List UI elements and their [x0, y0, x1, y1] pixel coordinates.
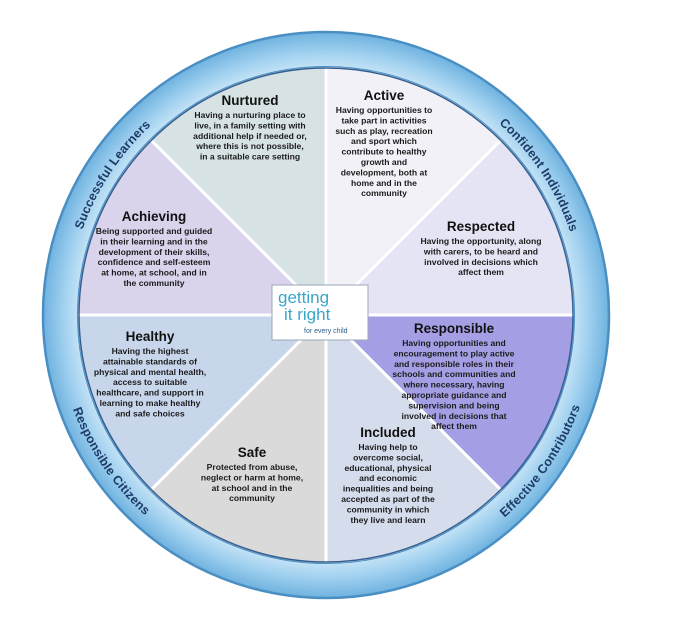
segment-title-achieving: Achieving: [122, 209, 187, 224]
logo-line-it-right: it right: [284, 305, 331, 324]
segment-description-line: development, both at: [341, 167, 428, 177]
segment-description-line: and sport which: [351, 136, 417, 146]
segment-description-line: Being supported and guided: [96, 226, 213, 236]
segment-title-healthy: Healthy: [126, 329, 175, 344]
segment-description-line: and economic: [359, 473, 417, 483]
inner-circle-edge: [78, 67, 574, 563]
segment-description-line: and safe choices: [115, 408, 184, 418]
segment-respected: [326, 315, 574, 491]
segment-title-included: Included: [360, 425, 416, 440]
segment-description-line: educational, physical: [345, 463, 432, 473]
segment-description-line: Having opportunities to: [336, 105, 432, 115]
segment-title-nurtured: Nurtured: [222, 93, 279, 108]
segment-description-line: take part in activities: [341, 115, 426, 125]
segment-description-line: schools and communities and: [392, 369, 515, 379]
segment-title-responsible: Responsible: [414, 321, 495, 336]
segment-description-line: Having help to: [358, 442, 417, 452]
segment-divider: [324, 313, 503, 492]
segment-description-line: such as play, recreation: [335, 126, 432, 136]
segment-description-line: Having opportunities and: [402, 338, 506, 348]
segment-description-line: at home, at school, and in: [101, 268, 207, 278]
logo-line-for-every-child: for every child: [304, 328, 348, 335]
segment-description-line: in a suitable care setting: [200, 152, 300, 162]
segment-description-line: supervision and being: [408, 400, 499, 410]
logo-line-getting: getting: [278, 288, 329, 307]
segment-description-line: encouragement to play active: [394, 348, 515, 358]
segment-description-line: involved in decisions which: [424, 257, 538, 267]
segment-healthy: [78, 139, 326, 315]
segments-layer: [78, 67, 574, 563]
segment-achieving: [150, 67, 326, 315]
segment-responsible: [326, 315, 502, 563]
segment-description-line: physical and mental health,: [94, 367, 206, 377]
segment-title-active: Active: [364, 88, 405, 103]
segment-safe: [78, 315, 326, 491]
segment-active: [326, 139, 574, 315]
segment-description-safe: Protected from abuse,neglect or harm at …: [201, 462, 303, 503]
segment-description-line: appropriate guidance and: [401, 390, 506, 400]
segment-description-line: Having a nurturing place to: [194, 110, 305, 120]
segment-included: [150, 315, 326, 563]
segment-description-line: Having the opportunity, along: [420, 236, 541, 246]
segment-nurtured: [326, 67, 502, 315]
segment-description-line: overcome social,: [353, 452, 423, 462]
segment-title-respected: Respected: [447, 219, 515, 234]
segment-title-safe: Safe: [238, 445, 267, 460]
segment-description-line: contribute to healthy: [342, 147, 427, 157]
segment-description-line: at school and in the: [212, 483, 293, 493]
segment-description-line: involved in decisions that: [401, 411, 506, 421]
segment-description-line: development of their skills,: [99, 247, 210, 257]
segment-description-line: access to suitable: [113, 377, 187, 387]
segment-description-line: home and in the: [351, 178, 417, 188]
logo-box: [271, 284, 369, 341]
segment-description-line: in their learning and in the: [100, 236, 208, 246]
segment-description-line: Having the highest: [112, 346, 189, 356]
segment-description-line: growth and: [361, 157, 407, 167]
segment-description-line: where this is not possible,: [195, 141, 303, 151]
segment-description-line: the community: [123, 278, 184, 288]
segment-description-line: with carers, to be heard and: [423, 246, 538, 256]
segment-description-line: confidence and self-esteem: [98, 257, 211, 267]
segment-description-line: inequalities and being: [343, 484, 433, 494]
segment-description-line: community in which: [347, 504, 430, 514]
segment-description-line: Protected from abuse,: [207, 462, 298, 472]
segment-description-line: affect them: [431, 421, 477, 431]
segment-description-line: they live and learn: [351, 515, 426, 525]
segment-description-line: accepted as part of the: [341, 494, 435, 504]
segment-description-line: learning to make healthy: [100, 398, 201, 408]
segment-description-line: community: [229, 493, 275, 503]
segment-divider: [149, 313, 328, 492]
segment-description-line: community: [361, 188, 407, 198]
segment-description-line: additional help if needed or,: [193, 131, 307, 141]
segment-description-line: attainable standards of: [103, 356, 197, 366]
segment-description-line: and responsible roles in their: [394, 359, 515, 369]
segment-description-line: neglect or harm at home,: [201, 472, 303, 482]
segment-description-line: live, in a family setting with: [194, 120, 305, 130]
segment-description-line: healthcare, and support in: [96, 388, 203, 398]
getting-it-right-logo: getting it right for every child: [271, 284, 369, 341]
segment-description-line: where necessary, having: [402, 380, 504, 390]
segment-description-line: affect them: [458, 267, 504, 277]
